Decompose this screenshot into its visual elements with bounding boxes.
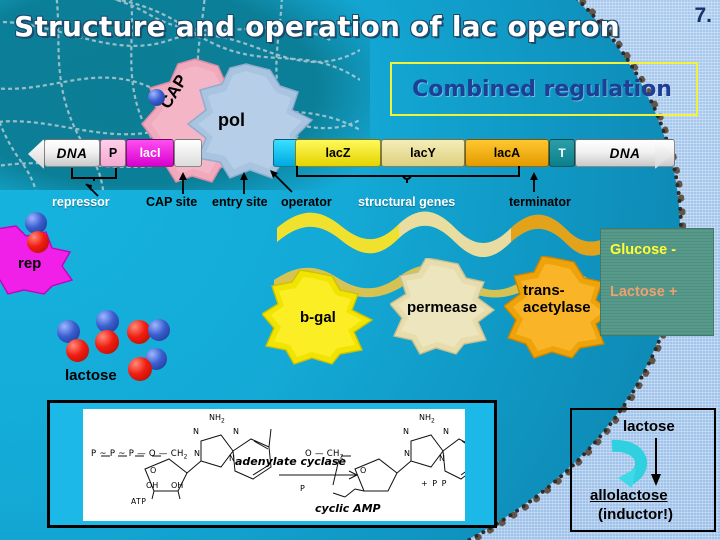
nutrient-status-box [600, 228, 714, 336]
dna-segment-laca: lacA [465, 139, 549, 167]
combined-regulation-box [390, 62, 698, 116]
purine-n-left-4: N [233, 427, 239, 436]
purine-n-left-1: N [193, 427, 199, 436]
annotation-repressor: repressor [52, 195, 110, 209]
annotation-entry-site: entry site [212, 195, 268, 209]
hydroxyl-left-1-label: OH [146, 481, 159, 490]
lactose-unit-red-2 [95, 330, 119, 354]
lactose-unit-blue-1 [57, 320, 80, 343]
purine-n-left-2: N [194, 449, 200, 458]
dna-segment-terminator: T [549, 139, 575, 167]
permease-label: permease [407, 299, 478, 316]
allolactose-inductor-box [570, 408, 716, 532]
permease-shape [390, 258, 496, 355]
byproduct-label: + P P [421, 479, 448, 488]
combined-regulation-label: Combined regulation [412, 76, 672, 102]
hydroxyl-left-2-label: OH [171, 481, 184, 490]
annotation-cap-site: CAP site [146, 195, 198, 209]
lactose-status-label: Lactose + [610, 284, 678, 300]
lactose-unit-red-3 [127, 320, 151, 344]
page-title: Structure and operation of lac operon [14, 10, 620, 43]
annotation-operator: operator [281, 195, 332, 209]
atp-label: ATP [131, 497, 147, 506]
camp-chain-label: O — CH2 [305, 449, 344, 461]
beta-galactosidase-label: b-gal [300, 309, 336, 326]
inductor-box-arrows [611, 438, 661, 488]
lactose-unit-blue-2 [96, 310, 119, 333]
ribose-o-right-label: O [360, 466, 367, 475]
transacetylase-label-line1: trans- [523, 282, 565, 299]
inductor-box-to-label: allolactose [590, 487, 668, 504]
bound-allolactose-blue-icon [25, 212, 47, 234]
purine-n-right-3: N [439, 454, 445, 463]
adenylate-cyclase-panel: P ~ P ~ P — O — CH2 ATP O OH OH N N N N … [47, 400, 497, 528]
dna-segment-lacz: lacZ [295, 139, 381, 167]
purine-n-right-1: N [403, 427, 409, 436]
annotation-terminator: terminator [509, 195, 571, 209]
transacetylase-shape [504, 256, 614, 359]
phosphate-label: P [300, 484, 305, 493]
camp-molecule-icon [148, 89, 165, 106]
chemical-structure-svg [101, 428, 465, 500]
dna-segment-left: DNA [44, 139, 100, 167]
dna-segment-laci: lacI [126, 139, 174, 167]
inductor-box-from-label: lactose [623, 418, 675, 435]
camp-label: cyclic AMP [315, 502, 381, 515]
adenylate-cyclase-label: adenylate cyclase [235, 455, 346, 468]
adenylate-cyclase-diagram: P ~ P ~ P — O — CH2 ATP O OH OH N N N N … [83, 409, 465, 521]
transacetylase-label-line2: acetylase [523, 299, 591, 316]
lactose-cluster-label: lactose [65, 367, 117, 384]
amine-left-label: NH2 [209, 413, 225, 425]
rna-polymerase-label: pol [218, 110, 245, 130]
beta-galactosidase-shape [262, 270, 374, 365]
bound-allolactose-red-icon [27, 231, 49, 253]
lactose-unit-blue-3 [148, 319, 170, 341]
dna-segment-lacy: lacY [381, 139, 465, 167]
annotation-leaders [71, 166, 538, 197]
annotation-structural-genes: structural genes [358, 195, 456, 209]
purine-n-right-2: N [404, 449, 410, 458]
dna-segment-spacer [174, 139, 202, 167]
mrna-ribbon-secondary-icon [274, 264, 590, 298]
purine-n-left-3: N [229, 454, 235, 463]
slide-number: 7. [694, 4, 712, 27]
glucose-status-label: Glucose - [610, 242, 677, 258]
atp-phosphate-chain-label: P ~ P ~ P — O — CH2 [91, 449, 188, 461]
amine-right-label: NH2 [419, 413, 435, 425]
mrna-ribbon-icon [277, 211, 611, 257]
lactose-unit-red-1 [66, 339, 89, 362]
purine-n-right-4: N [443, 427, 449, 436]
repressor-protein-label: rep [18, 255, 42, 272]
lactose-unit-red-4 [128, 357, 152, 381]
ribose-o-left-label: O [150, 466, 157, 475]
inductor-box-note-label: (inductor!) [598, 506, 673, 523]
dna-segment-promoter: P [100, 139, 126, 167]
